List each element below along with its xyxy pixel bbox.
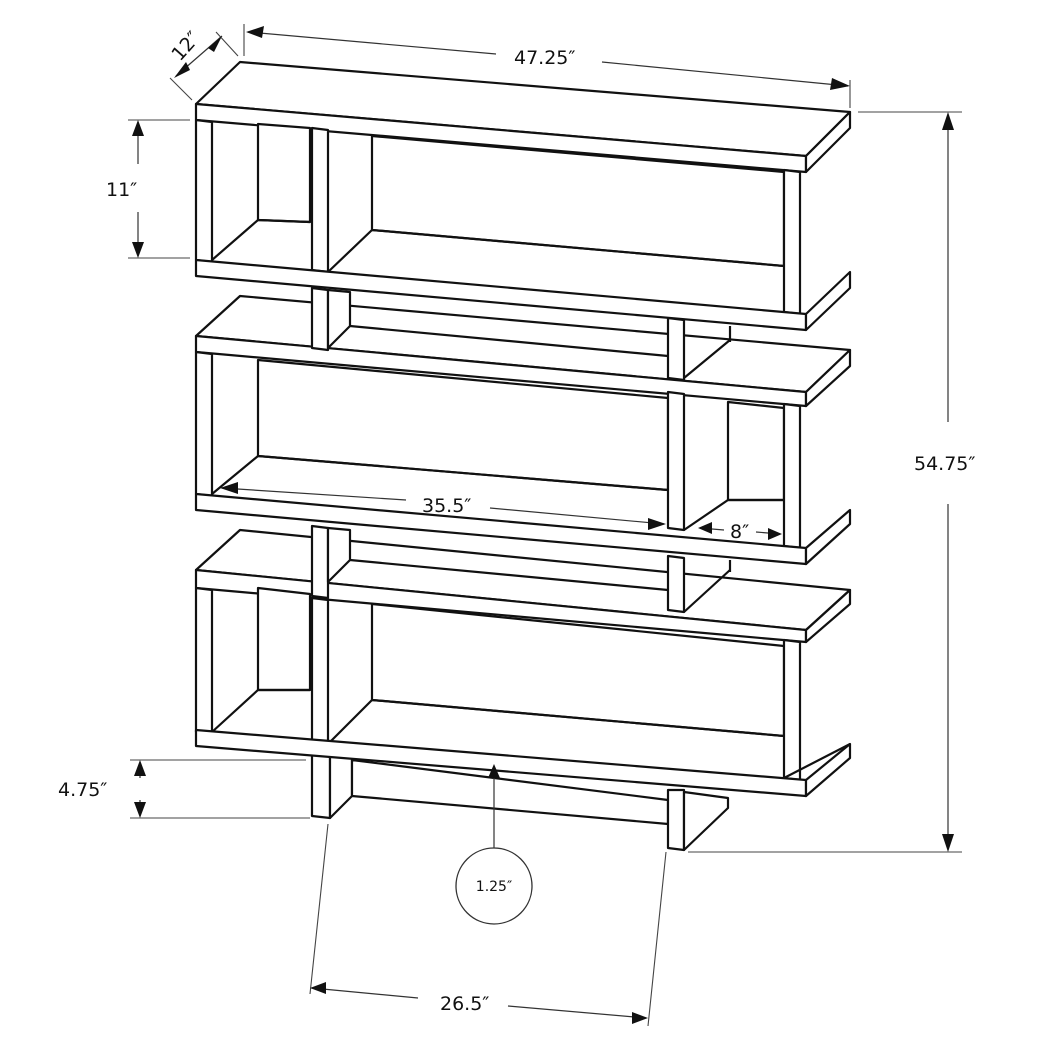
board-thickness-label: 1.25″ bbox=[476, 879, 512, 895]
shelf-height-label: 11″ bbox=[106, 179, 137, 201]
dimension-overall-width: 47.25″ bbox=[243, 24, 851, 108]
dimension-inner-width: 35.5″ bbox=[220, 482, 666, 530]
dimension-shelf-height: 11″ bbox=[106, 119, 190, 259]
bottom-tier bbox=[194, 528, 852, 798]
dimension-base-width: 26.5″ bbox=[309, 823, 667, 1027]
base-width-label: 26.5″ bbox=[440, 993, 489, 1015]
middle-tier bbox=[194, 294, 852, 614]
overall-height-label: 54.75″ bbox=[914, 453, 976, 475]
dimension-overall-height: 54.75″ bbox=[688, 111, 976, 853]
dimension-side-cubby: 8″ bbox=[698, 521, 782, 543]
inner-width-label: 35.5″ bbox=[422, 495, 471, 517]
side-cubby-label: 8″ bbox=[730, 521, 749, 543]
dimension-base-clearance: 4.75″ bbox=[58, 759, 310, 819]
overall-width-label: 47.25″ bbox=[514, 47, 576, 69]
dimension-board-thickness: 1.25″ bbox=[455, 764, 533, 925]
depth-label: 12″ bbox=[167, 27, 204, 65]
top-tier bbox=[194, 60, 852, 382]
base-legs bbox=[310, 750, 730, 852]
base-clearance-label: 4.75″ bbox=[58, 779, 107, 801]
